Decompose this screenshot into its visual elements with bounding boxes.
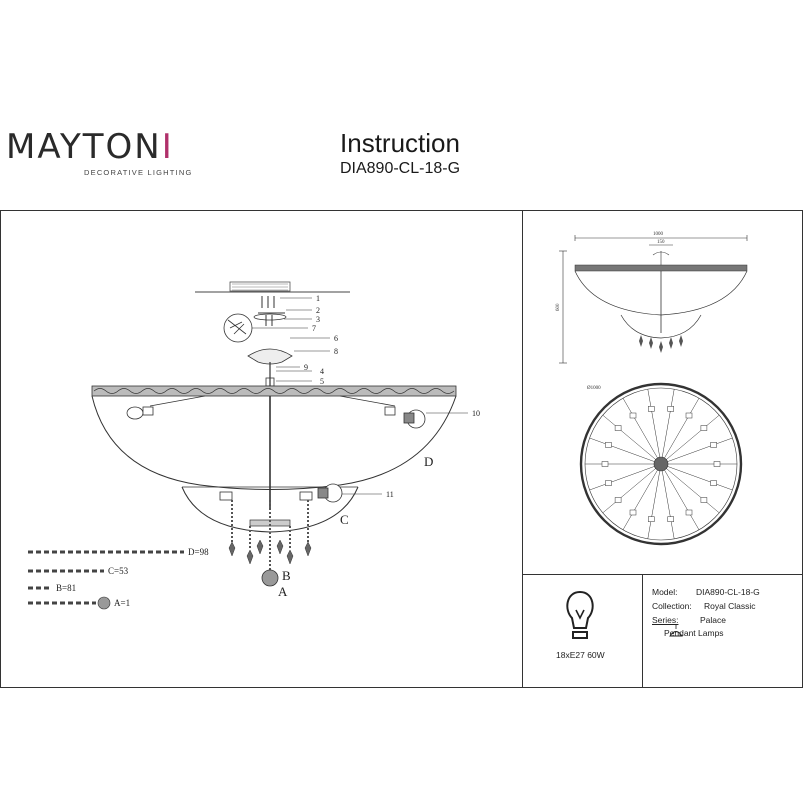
quantity-d: D=98: [188, 547, 209, 557]
lamp-holder-icon: [648, 516, 655, 522]
callout-7: 7: [312, 324, 316, 333]
dim-inner: 150: [657, 240, 665, 245]
dim-width: 1000: [653, 232, 664, 237]
lamp-holder-icon: [667, 406, 674, 412]
lamp-holder-icon: [629, 412, 637, 419]
callout-9: 9: [304, 363, 308, 372]
lamp-holder-icon: [713, 461, 721, 467]
crystal-strands-icon: [231, 500, 309, 570]
callout-5: 5: [320, 377, 324, 386]
bulb-spec-icon: [566, 590, 594, 639]
callout-10: 10: [472, 409, 480, 418]
dim-height: 600: [556, 303, 561, 311]
lamp-holder-icon: [629, 509, 637, 516]
quantity-b: B=81: [56, 583, 76, 593]
collection-label: Collection:: [652, 601, 692, 611]
crystal-drops-icon: [228, 539, 312, 565]
crystal-ball-icon: [261, 569, 279, 587]
model-code: DIA890-CL-18-G: [339, 160, 461, 177]
lamp-holder-icon: [710, 442, 717, 448]
lamp-holder-icon: [667, 516, 674, 522]
frame-divider-info: [522, 574, 803, 575]
lamp-holder-icon: [700, 497, 708, 503]
series-value: Palace: [700, 615, 726, 625]
top-view-ring: [579, 382, 743, 546]
frame-divider-main: [522, 210, 523, 688]
callout-2: 2: [316, 306, 320, 315]
canopy-icon: [247, 348, 293, 365]
callout-4: 4: [320, 367, 324, 376]
callout-3: 3: [316, 315, 320, 324]
callout-8: 8: [334, 347, 338, 356]
brand-logo: MAYTONI: [6, 127, 174, 167]
quantity-c: C=53: [108, 566, 129, 576]
assembly-drawing: 1 2 3 4 5 6 7 8 9 10 11 A B C D D=98 C=5…: [28, 281, 480, 610]
label-c: C: [340, 512, 349, 527]
frame-divider-lamp: [642, 574, 643, 688]
series-label: Series:: [652, 615, 679, 625]
callout-11: 11: [386, 490, 394, 499]
model-value: DIA890-CL-18-G: [696, 587, 760, 597]
lamp-holder-icon: [605, 480, 612, 486]
lamp-holder-icon: [685, 509, 693, 516]
pendant-lamp-icon: [669, 624, 683, 637]
type-value: Pendant Lamps: [664, 628, 724, 638]
lamp-spec: 18xE27 60W: [556, 650, 605, 660]
page-title: Instruction: [340, 128, 460, 158]
side-view-drawing: 1000 150 600 Ø1000: [556, 232, 748, 546]
lamp-holder-icon: [648, 406, 655, 412]
drawing-frame: [0, 210, 803, 688]
label-d: D: [424, 454, 433, 469]
bulb-icon: [126, 406, 144, 420]
screws-icon: [258, 296, 285, 326]
lamp-holder-icon: [685, 412, 693, 419]
brand-tagline: DECORATIVE LIGHTING: [84, 168, 193, 177]
lamp-holder-icon: [700, 425, 708, 431]
label-b: B: [282, 568, 291, 583]
lamp-holder-icon: [710, 480, 717, 486]
quantity-a: A=1: [114, 598, 130, 608]
lamp-holder-icon: [605, 442, 612, 448]
lamp-holder-icon: [614, 425, 622, 431]
callout-6: 6: [334, 334, 338, 343]
label-a: A: [278, 584, 288, 599]
dim-diameter: Ø1000: [587, 386, 601, 391]
lamp-holder-icon: [614, 497, 622, 503]
model-label: Model:: [652, 587, 678, 597]
callout-1: 1: [316, 294, 320, 303]
ceiling-plate-icon: [229, 281, 291, 292]
collection-value: Royal Classic: [704, 601, 756, 611]
lamp-holder-icon: [601, 461, 609, 467]
